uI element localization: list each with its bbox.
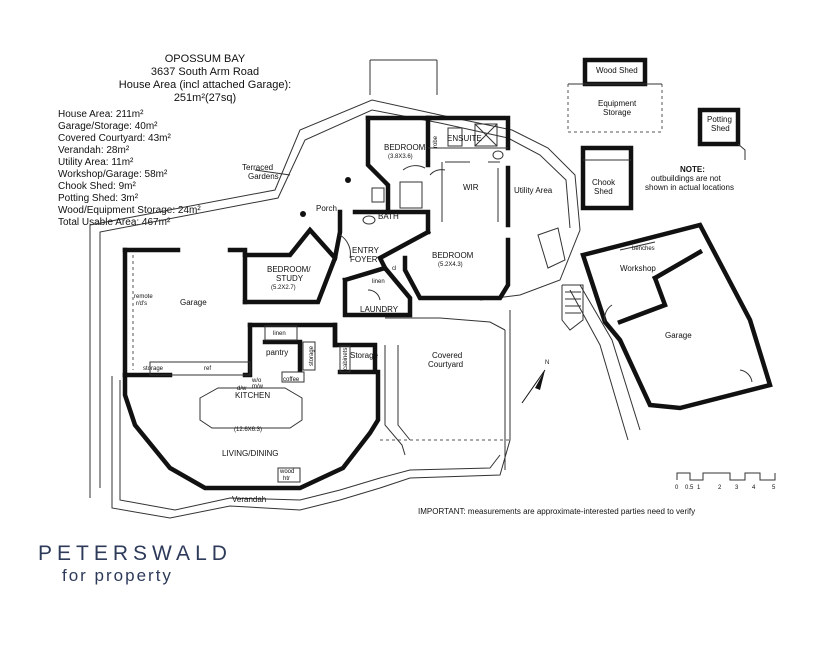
cabinets-label: cabinets [343, 348, 349, 370]
area-item: Chook Shed: 9m² [58, 181, 136, 192]
wood-shed-label: Wood Shed [596, 66, 638, 75]
kitchen-size: (12.6X6.3) [234, 427, 262, 433]
scale-tick: 4 [752, 485, 756, 491]
foyer-label: FOYER [350, 255, 378, 264]
study-label: STUDY [276, 274, 304, 283]
ensuite-label: ENSUITE [447, 134, 482, 143]
brand-name: PETERSWALD [38, 542, 232, 565]
bath-label: BATH [378, 212, 399, 221]
north-label: N [545, 360, 549, 366]
area-item: Verandah: 28m² [58, 145, 130, 156]
wood-heater-label: wood [279, 469, 294, 475]
storage-vertical-label: storage [309, 345, 315, 366]
note-text: shown in actual locations [645, 183, 734, 192]
coffee-label: coffee [283, 377, 300, 383]
north-arrow: N [521, 360, 549, 404]
ref-label: ref [204, 366, 211, 372]
living-dining-label: LIVING/DINING [222, 449, 278, 458]
robe-label: robe [433, 135, 439, 148]
bedroom-1-label: BEDROOM [384, 143, 426, 152]
study-size: (5.2X2.7) [271, 285, 296, 291]
laundry-label: LAUNDRY [360, 305, 399, 314]
linen-label: linen [273, 331, 286, 337]
scale-tick: 3 [735, 485, 739, 491]
garage-2-label: Garage [665, 331, 692, 340]
area-item: Covered Courtyard: 43m² [58, 133, 171, 144]
scale-tick: 0.5 [685, 485, 694, 491]
area-item: Utility Area: 11m² [58, 157, 134, 168]
covered-courtyard-label: Courtyard [428, 360, 463, 369]
room-labels: Terraced Gardens BEDROOM (3.8X3.6) robe … [134, 134, 553, 504]
terraced-gardens-label: Gardens [248, 172, 279, 181]
area-item: Workshop/Garage: 58m² [58, 169, 168, 180]
site-lines [89, 59, 641, 519]
note-text: outbuildings are not [651, 174, 722, 183]
microwave-label: m/w [252, 384, 264, 390]
house-walls [122, 115, 511, 491]
potting-shed-label: Shed [711, 124, 730, 133]
area-list: House Area: 211m² Garage/Storage: 40m² C… [58, 109, 201, 228]
area-item: House Area: 211m² [58, 109, 144, 120]
scale-tick: 5 [772, 485, 776, 491]
scale-tick: 1 [697, 485, 701, 491]
benches-label: benches [632, 246, 655, 252]
bedroom-2-size: (5.2X4.3) [438, 262, 463, 268]
terraced-gardens-label: Terraced [242, 163, 273, 172]
header-line-1: OPOSSUM BAY [165, 53, 246, 65]
outbuildings: Wood Shed Equipment Storage Potting Shed… [561, 57, 773, 411]
brand-tagline: for property [62, 566, 173, 585]
verandah-label: Verandah [232, 495, 266, 504]
wir-label: WIR [463, 183, 479, 192]
pantry-label: pantry [266, 348, 288, 357]
header-line-4: 251m²(27sq) [174, 92, 236, 104]
bedroom-1-size: (3.8X3.6) [388, 154, 413, 160]
porch-label: Porch [316, 204, 337, 213]
area-item: Potting Shed: 3m² [58, 193, 139, 204]
area-item: Garage/Storage: 40m² [58, 121, 158, 132]
storage-room-label: Storage [350, 351, 379, 360]
chook-shed-label: Chook [592, 178, 616, 187]
garage-label: Garage [180, 298, 207, 307]
important-note: IMPORTANT: measurements are approximate-… [418, 507, 695, 516]
kitchen-label: KITCHEN [235, 391, 270, 400]
covered-courtyard-label: Covered [432, 351, 462, 360]
plan-header: OPOSSUM BAY 3637 South Arm Road House Ar… [119, 53, 291, 104]
header-line-2: 3637 South Arm Road [151, 66, 259, 78]
equipment-storage-label: Storage [603, 108, 632, 117]
potting-shed-label: Potting [707, 115, 732, 124]
bedroom-2-label: BEDROOM [432, 251, 474, 260]
workshop-label: Workshop [620, 264, 656, 273]
entry-label: ENTRY [352, 246, 380, 255]
utility-area-label: Utility Area [514, 186, 553, 195]
chook-shed-label: Shed [594, 187, 613, 196]
scale-bar: 0 0.5 1 2 3 4 5 [675, 472, 776, 491]
storage-small-label: storage [143, 366, 164, 372]
dishwasher-label: d/w [237, 386, 247, 392]
scale-tick: 0 [675, 485, 679, 491]
scale-tick: 2 [718, 485, 722, 491]
linen-small-label: linen [372, 279, 385, 285]
cl-label: cl [392, 266, 396, 272]
study-label: BEDROOM/ [267, 265, 311, 274]
remote-label: r/d's [136, 301, 147, 307]
wall-oven-label: w/o [251, 378, 262, 384]
note-label: NOTE: [680, 165, 705, 174]
remote-label: remote [134, 294, 153, 300]
equipment-storage-label: Equipment [598, 99, 637, 108]
area-item: Wood/Equipment Storage: 24m² [58, 205, 201, 216]
area-item: Total Usable Area: 467m² [58, 217, 171, 228]
wood-heater-label: htr [283, 476, 290, 482]
header-line-3: House Area (incl attached Garage): [119, 79, 291, 91]
